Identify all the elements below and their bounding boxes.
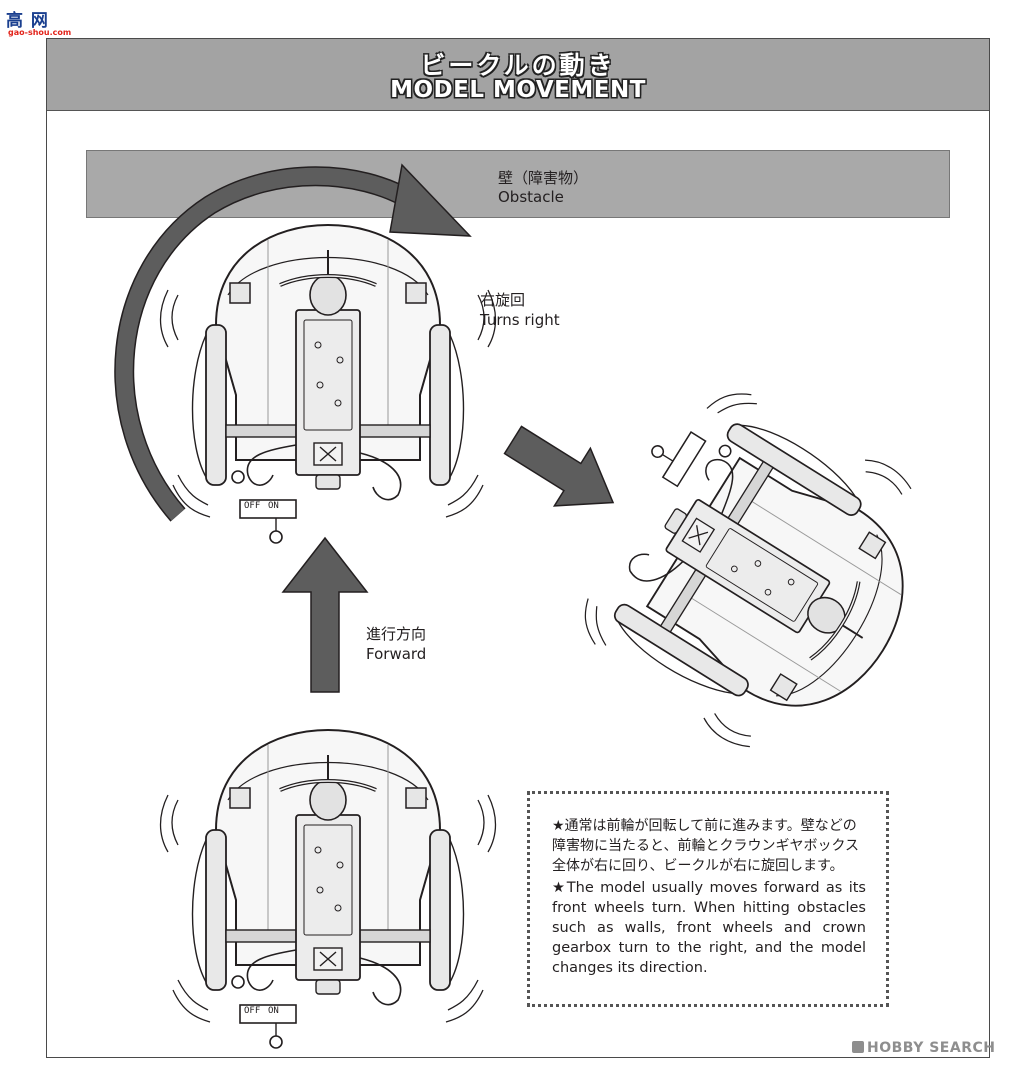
switch-off-top: OFF [244, 501, 260, 511]
switch-on-top: ON [268, 501, 279, 511]
forward-arrow [281, 536, 369, 693]
title-en: MODEL MOVEMENT [390, 77, 646, 103]
turn-label-en: Turns right [480, 311, 560, 329]
turn-arrow [114, 163, 472, 522]
note-text-en: ★The model usually moves forward as its … [552, 880, 866, 976]
forward-label-en: Forward [366, 645, 427, 663]
robot-top [158, 223, 498, 545]
turn-label-jp: 右旋回 [480, 291, 526, 309]
switch-off-bottom: OFF [244, 1006, 260, 1016]
diagonal-arrow [503, 425, 615, 507]
watermark-text: HOBBY SEARCH [867, 1040, 996, 1056]
wall-label-en: Obstacle [498, 188, 564, 206]
hobby-search-icon [852, 1041, 864, 1053]
site-logo: 高 网 gao-shou.com [6, 6, 76, 40]
wall-label-jp: 壁（障害物） [498, 169, 589, 187]
instruction-frame: ビークルの動き MODEL MOVEMENT [46, 38, 990, 1058]
site-logo-text: 高 网 [6, 11, 49, 31]
robot-turned [540, 353, 970, 788]
robot-bottom [158, 728, 498, 1050]
note-text-jp: ★通常は前輪が回転して前に進みます。壁などの障害物に当たると、前輪とクラウンギヤ… [552, 818, 860, 874]
forward-label-jp: 進行方向 [366, 625, 427, 643]
site-logo-url: gao-shou.com [8, 28, 72, 37]
switch-on-bottom: ON [268, 1006, 279, 1016]
header-banner: ビークルの動き MODEL MOVEMENT [47, 39, 989, 111]
hobby-search-watermark: HOBBY SEARCH [852, 1040, 995, 1056]
instruction-note: ★通常は前輪が回転して前に進みます。壁などの障害物に当たると、前輪とクラウンギヤ… [527, 791, 889, 1007]
title-jp: ビークルの動き [420, 51, 616, 80]
